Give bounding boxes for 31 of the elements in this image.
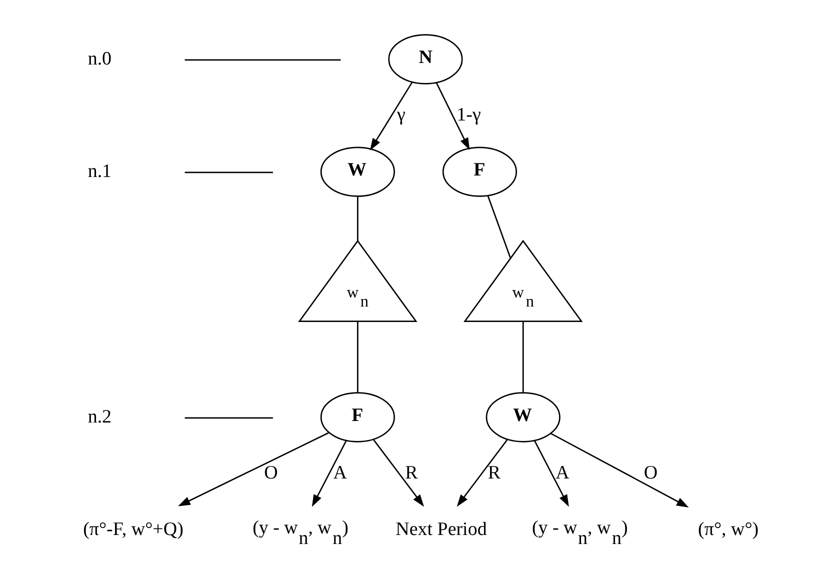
connector (522, 321, 524, 392)
node-ellipse: F (442, 146, 517, 197)
arrow (372, 439, 424, 507)
node-text: Next Period (395, 518, 486, 540)
arrow (534, 440, 568, 507)
arrow (435, 82, 470, 150)
edge-label: O (264, 462, 278, 484)
node-text: (π°-F, w°+Q) (82, 518, 183, 540)
connector (356, 196, 358, 241)
arrow (178, 432, 329, 506)
arrow (311, 440, 346, 507)
edge-label: A (555, 462, 569, 484)
label: n.1 (87, 160, 112, 182)
node-ellipse: W (320, 146, 394, 197)
connector (356, 321, 358, 392)
arrow (456, 439, 508, 507)
edge-label: A (332, 462, 346, 484)
edge-label: R (487, 462, 500, 484)
node-ellipse: F (320, 392, 394, 442)
node-ellipse: W (485, 392, 560, 442)
edge-label: R (404, 462, 418, 484)
label: n.2 (87, 406, 112, 428)
node-text: (π°, w°) (698, 518, 758, 540)
label: n.0 (87, 48, 112, 70)
edge-label: γ (396, 104, 405, 126)
arrow (550, 432, 688, 508)
node-ellipse: N (388, 34, 462, 84)
edge-label: 1-γ (456, 104, 480, 126)
arrow (369, 82, 412, 151)
edge-label: O (643, 462, 658, 484)
connector (486, 196, 511, 258)
